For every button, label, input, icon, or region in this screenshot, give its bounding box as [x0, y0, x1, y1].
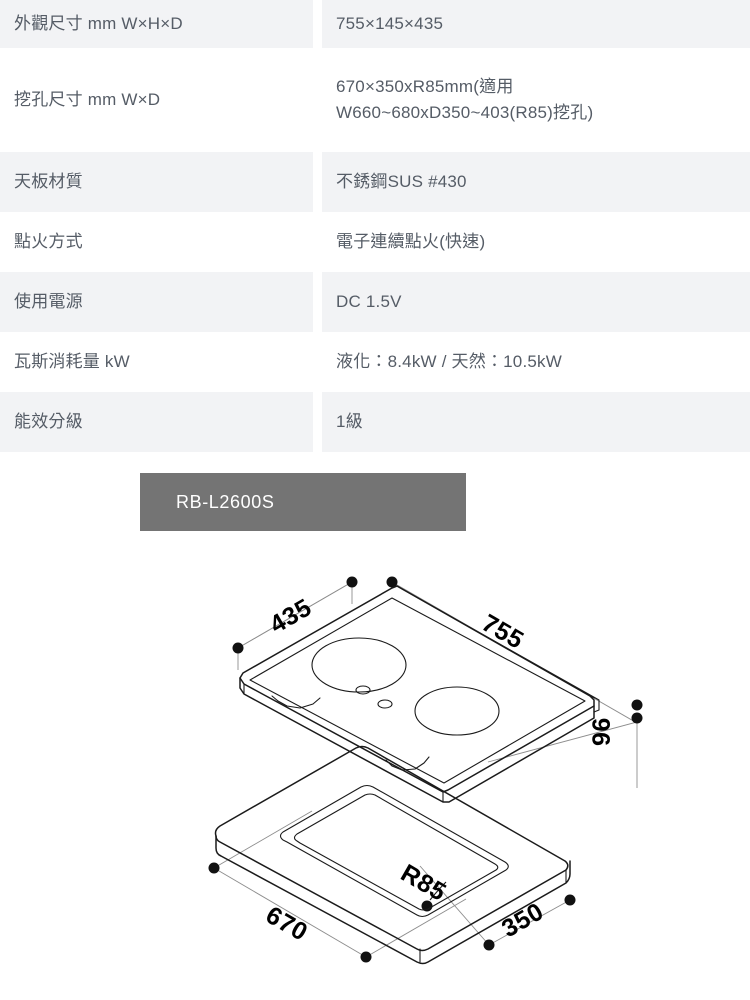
spec-value-cell: 1級 [322, 392, 750, 452]
spec-value-cell: 電子連續點火(快速) [322, 212, 750, 272]
dim-label-670: 670 [261, 901, 312, 947]
countertop-thickness [215, 835, 571, 965]
dim-label-r85: R85 [396, 859, 451, 907]
dim-endpoint-dot [386, 576, 398, 588]
table-row: 天板材質 不銹鋼SUS #430 [0, 152, 750, 212]
spec-value-line: 755×145×435 [336, 13, 444, 33]
burner-ring-large [311, 637, 407, 693]
spec-value-line: W660~680xD350~403(R85)挖孔) [336, 103, 594, 122]
cooktop-front-notch-center [385, 756, 430, 771]
dimension-755: 755 [386, 576, 643, 724]
model-badge-label: RB-L2600S [176, 491, 275, 512]
spec-label-cell: 點火方式 [0, 212, 313, 272]
dim-endpoint-dot [421, 900, 433, 912]
spec-value-line: 不銹鋼SUS #430 [336, 171, 467, 191]
spec-value-cell: 液化：8.4kW / 天然：10.5kW [322, 332, 750, 392]
dim-endpoint-dot [232, 642, 244, 654]
dim-label-435: 435 [265, 593, 316, 639]
table-row: 點火方式 電子連續點火(快速) [0, 212, 750, 272]
table-row: 能效分級 1級 [0, 392, 750, 452]
spec-value-line: 電子連續點火(快速) [336, 231, 486, 251]
spec-label-cell: 瓦斯消耗量 kW [0, 332, 313, 392]
cutout-opening-inner [293, 793, 499, 911]
knob-socket-right [377, 699, 393, 709]
spec-label-cell: 外觀尺寸 mm W×H×D [0, 0, 313, 48]
spec-value-cell: 755×145×435 [322, 0, 750, 48]
table-row: 瓦斯消耗量 kW 液化：8.4kW / 天然：10.5kW [0, 332, 750, 392]
table-row: 挖孔尺寸 mm W×D 670×350xR85mm(適用 W660~680xD3… [0, 48, 750, 152]
dimension-96: 96 [487, 712, 643, 788]
cooktop-front-notch-left [271, 695, 321, 709]
dim-label-96: 96 [588, 717, 616, 746]
dim-endpoint-dot [631, 712, 643, 724]
drawing-svg: 435 755 96 [208, 576, 643, 965]
cooktop-back-ledge-edge [589, 695, 596, 699]
dim-endpoint-dot [360, 951, 372, 963]
spec-value-cell: 670×350xR85mm(適用 W660~680xD350~403(R85)挖… [322, 48, 750, 152]
knob-socket-left [355, 685, 371, 695]
spec-label-cell: 能效分級 [0, 392, 313, 452]
spec-value-line: 液化：8.4kW / 天然：10.5kW [336, 351, 562, 371]
burner-ring-small [414, 686, 500, 736]
spec-value-cell: DC 1.5V [322, 272, 750, 332]
countertop-top-face [214, 745, 569, 952]
cooktop-isometric: 435 755 96 [232, 576, 643, 803]
spec-value-cell: 不銹鋼SUS #430 [322, 152, 750, 212]
spec-label-cell: 使用電源 [0, 272, 313, 332]
spec-table-body: 外觀尺寸 mm W×H×D 755×145×435 挖孔尺寸 mm W×D 67… [0, 0, 750, 452]
technical-drawing: 435 755 96 [0, 548, 750, 1000]
dimension-435: 435 [232, 576, 358, 670]
specification-table: 外觀尺寸 mm W×H×D 755×145×435 挖孔尺寸 mm W×D 67… [0, 0, 750, 452]
model-badge-area: RB-L2600S [0, 452, 750, 544]
dim-endpoint-dot [483, 939, 495, 951]
model-badge: RB-L2600S [140, 473, 466, 531]
dim-endpoint-dot [208, 862, 220, 874]
cooktop-back-ledge [396, 585, 600, 713]
cooktop-rim-inner [249, 597, 586, 784]
dim-endpoint-dot [631, 699, 643, 711]
dim-endpoint-dot [564, 894, 576, 906]
dimension-R85: R85 [396, 859, 451, 912]
cooktop-top-surface [239, 585, 595, 793]
spec-value-line: DC 1.5V [336, 291, 402, 311]
spec-value-line: 1級 [336, 411, 363, 431]
spec-label-cell: 天板材質 [0, 152, 313, 212]
cutout-opening-outer [279, 784, 509, 918]
table-row: 外觀尺寸 mm W×H×D 755×145×435 [0, 0, 750, 48]
table-row: 使用電源 DC 1.5V [0, 272, 750, 332]
spec-value-line: 670×350xR85mm(適用 [336, 76, 514, 96]
countertop-cutout-isometric: 670 350 R85 [208, 745, 576, 965]
spec-label-cell: 挖孔尺寸 mm W×D [0, 48, 313, 152]
dim-endpoint-dot [346, 576, 358, 588]
